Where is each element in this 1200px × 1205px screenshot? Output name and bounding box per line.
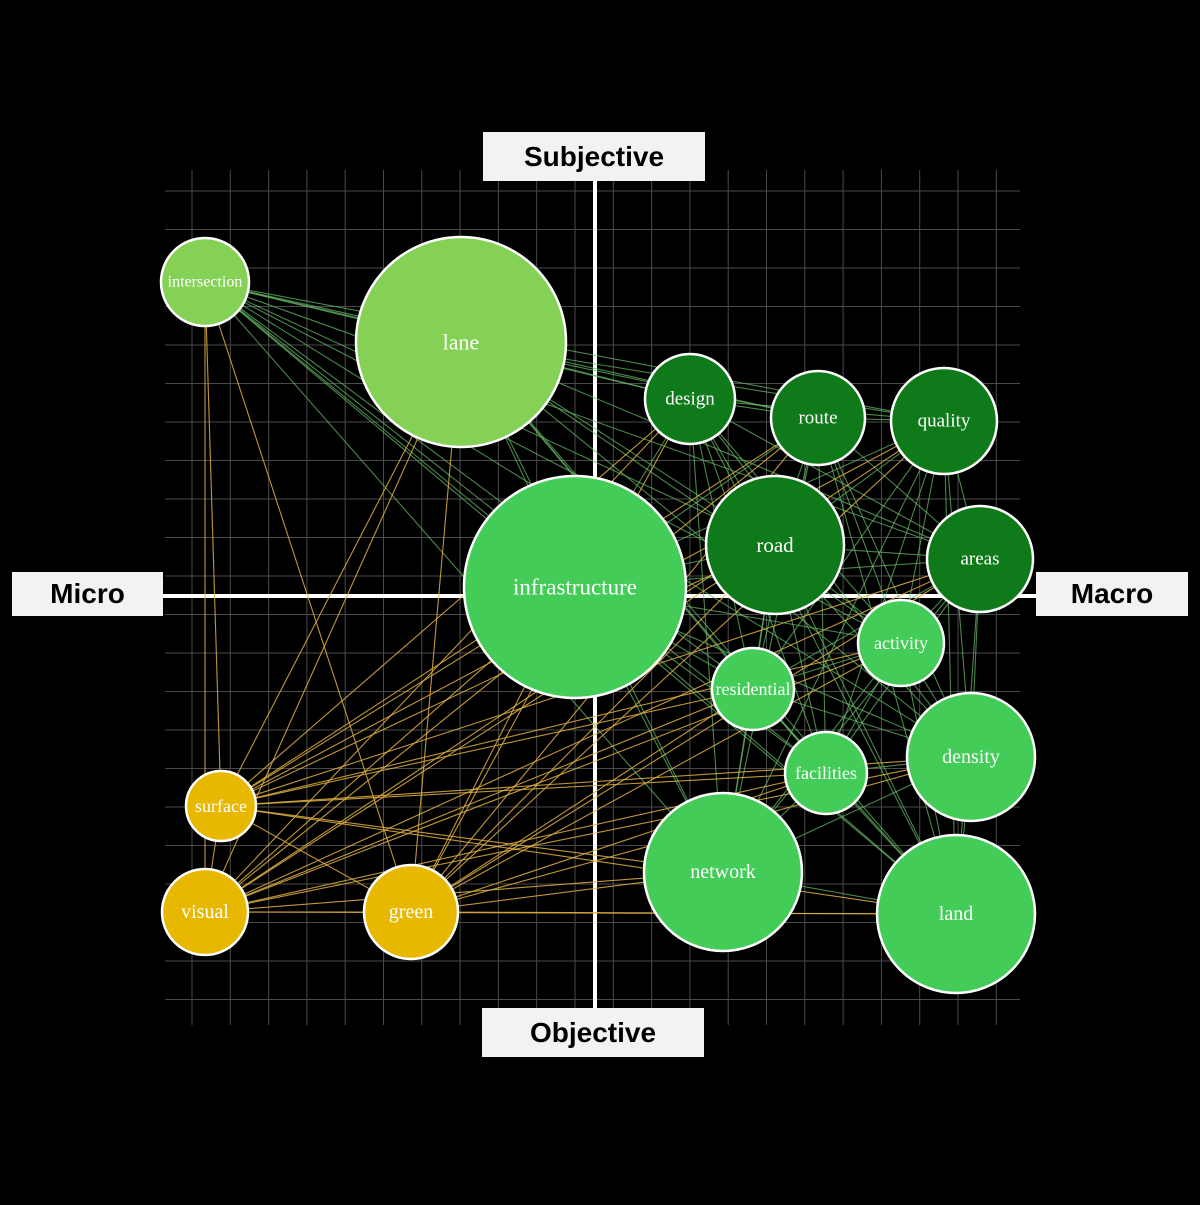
edge-line <box>752 420 945 690</box>
axis-label-objective: Objective <box>482 1008 704 1057</box>
node-circle <box>462 474 688 700</box>
edge-line <box>943 420 957 915</box>
edge-line <box>220 772 827 807</box>
node-circle <box>354 235 568 449</box>
node-areas[interactable]: areas <box>925 504 1035 614</box>
node-visual[interactable]: visual <box>160 867 250 957</box>
node-circle <box>159 236 251 328</box>
edge-line <box>204 281 981 560</box>
edge-line <box>204 281 412 913</box>
edge-line <box>204 871 724 913</box>
node-lane[interactable]: lane <box>354 235 568 449</box>
node-label: route <box>798 408 837 429</box>
node-circle <box>362 863 460 961</box>
node-circle <box>160 867 250 957</box>
node-circle <box>643 352 737 446</box>
edge-line <box>410 772 827 913</box>
node-surface[interactable]: surface <box>184 769 258 843</box>
node-label: facilities <box>795 763 857 783</box>
edge-line <box>410 420 945 913</box>
node-circle <box>769 369 867 467</box>
node-circle <box>905 691 1037 823</box>
edge-line <box>204 558 981 913</box>
edge-line <box>204 688 754 913</box>
node-design[interactable]: design <box>643 352 737 446</box>
node-label: intersection <box>168 274 243 291</box>
axis-label-macro: Macro <box>1036 572 1188 616</box>
node-label: green <box>389 901 433 923</box>
node-circle <box>925 504 1035 614</box>
edge-line <box>220 805 957 915</box>
node-residential[interactable]: residential <box>710 646 796 732</box>
node-circle <box>704 474 846 616</box>
edge-line <box>460 341 957 915</box>
node-intersection[interactable]: intersection <box>159 236 251 328</box>
node-route[interactable]: route <box>769 369 867 467</box>
node-infrastructure[interactable]: infrastructure <box>462 474 688 700</box>
edge-line <box>220 688 754 807</box>
node-circle <box>875 833 1037 995</box>
node-circle <box>710 646 796 732</box>
axis-label-subjective: Subjective <box>483 132 705 181</box>
node-label: network <box>690 861 756 883</box>
edge-line <box>410 688 754 913</box>
node-quality[interactable]: quality <box>889 366 999 476</box>
node-label: visual <box>181 901 229 923</box>
nodes: intersection lane design route quality road ar… <box>159 235 1037 995</box>
node-circle <box>642 791 804 953</box>
edge-line <box>204 281 222 807</box>
node-label: areas <box>960 549 999 570</box>
node-label: density <box>942 746 1000 768</box>
node-activity[interactable]: activity <box>856 598 946 688</box>
node-label: surface <box>195 796 247 816</box>
edge-line <box>722 420 945 873</box>
node-circle <box>889 366 999 476</box>
node-label: activity <box>874 633 928 653</box>
edge-line <box>220 805 724 873</box>
edge-line <box>220 398 691 807</box>
node-green[interactable]: green <box>362 863 460 961</box>
node-label: residential <box>716 679 791 699</box>
node-land[interactable]: land <box>875 833 1037 995</box>
node-label: lane <box>443 330 480 355</box>
node-circle <box>783 730 869 816</box>
edge-line <box>410 544 776 913</box>
node-label: land <box>939 903 973 925</box>
node-road[interactable]: road <box>704 474 846 616</box>
node-label: infrastructure <box>513 575 637 600</box>
node-circle <box>184 769 258 843</box>
node-density[interactable]: density <box>905 691 1037 823</box>
node-label: quality <box>918 411 971 432</box>
node-label: design <box>665 389 715 410</box>
axis-label-micro: Micro <box>12 572 163 616</box>
node-facilities[interactable]: facilities <box>783 730 869 816</box>
node-circle <box>856 598 946 688</box>
node-label: road <box>756 533 794 557</box>
node-network[interactable]: network <box>642 791 804 953</box>
